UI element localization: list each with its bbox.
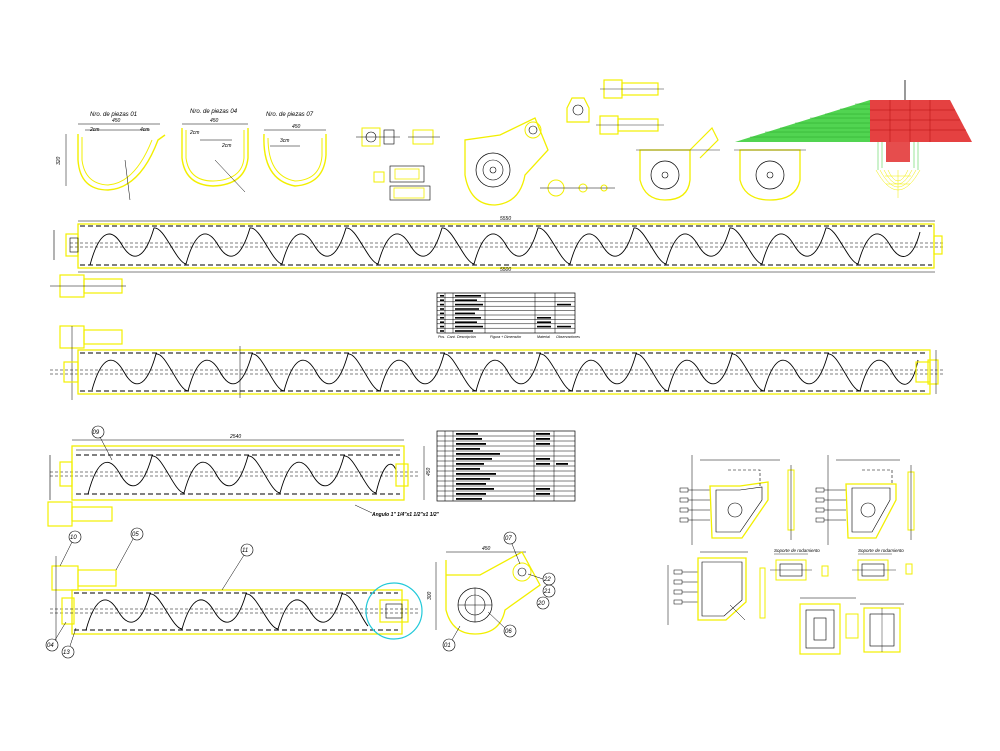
profile-dim-top-04: 450 <box>210 118 219 124</box>
profile-dim-b-04: 2cm <box>221 143 231 149</box>
detail-title-2: Soporte de rodamiento <box>858 548 904 553</box>
bearing-support-detail-3 <box>667 551 766 625</box>
callout-01: 01 <box>444 643 451 649</box>
table1-footer-cant: Cant. <box>447 335 456 339</box>
profile-dim-a-07: 3cm <box>280 138 289 144</box>
parts-table-1: Pos. Cant. Descripción Figura + Dimensió… <box>436 292 580 339</box>
housing-view-1 <box>464 117 549 206</box>
profile-label-01: Nro. de piezas 01 <box>90 112 137 118</box>
callout-22: 22 <box>543 577 551 583</box>
bearing-support-detail-1 <box>679 455 795 545</box>
callout-11: 11 <box>242 548 248 554</box>
screw-conveyor-bottom-assembly: 10 05 11 04 13 <box>45 527 423 659</box>
profile-dim-top-07: 450 <box>292 124 301 130</box>
table1-footer-obs: Observaciones <box>556 335 580 339</box>
callout-10: 10 <box>70 535 77 541</box>
table1-footer-pos: Pos. <box>438 335 445 339</box>
table1-footer-material: Material <box>537 335 550 339</box>
callout-05: 05 <box>132 532 139 538</box>
angle-spec-note: Angulo 1" 1/4"x1 1/2"x1 1/2" <box>371 512 440 518</box>
side-view-dim-top: 450 <box>482 546 491 552</box>
side-view-dim-side: 300 <box>427 591 433 600</box>
bearing-detail-plan-views <box>799 597 904 655</box>
callout-09: 09 <box>93 430 100 436</box>
conveyor-bl-dim-side: 450 <box>426 467 432 476</box>
housing-view-3 <box>734 149 806 201</box>
bearing-detail-small-views: Soporte de rodamiento Soporte de rodamie… <box>770 548 913 581</box>
housing-side-view: 450 300 07 22 21 20 01 06 <box>427 531 556 652</box>
screw-conveyor-middle <box>50 325 945 400</box>
housing-view-2 <box>636 126 720 201</box>
conveyor-top-dim-top: 5550 <box>500 216 511 222</box>
motor-views <box>566 79 664 135</box>
profile-dim-top-01: 450 <box>112 118 121 124</box>
callout-21: 21 <box>543 589 551 595</box>
profile-section-04: Nro. de piezas 04 450 2cm 2cm <box>181 109 249 193</box>
small-parts-group <box>356 127 615 201</box>
profile-dim-a-04: 2cm <box>189 130 199 136</box>
parts-table-2 <box>436 430 576 502</box>
callout-13: 13 <box>63 650 70 656</box>
hopper-isometric <box>735 80 972 198</box>
profile-label-04: Nro. de piezas 04 <box>190 109 238 115</box>
profile-section-01: Nro. de piezas 01 450 2cm 4cm 320 <box>56 112 166 201</box>
callout-07: 07 <box>505 536 512 542</box>
callout-06: 06 <box>505 629 512 635</box>
profile-dim-b-01: 4cm <box>140 127 149 133</box>
conveyor-top-dim-bottom: 5500 <box>500 267 511 273</box>
screw-conveyor-bottom-left: 2540 450 Angulo 1" 1/4"x1 1/2"x1 1/2" 09 <box>47 425 440 527</box>
table1-footer-desc: Descripción <box>457 335 476 339</box>
table1-footer-figura: Figura + Dimensión <box>490 335 521 339</box>
profile-section-07: Nro. de piezas 07 450 3cm <box>263 112 327 187</box>
screw-conveyor-top: 5550 5500 <box>50 216 945 298</box>
bearing-support-detail-2 <box>815 455 915 545</box>
profile-dim-a-01: 2cm <box>89 127 99 133</box>
callout-04: 04 <box>47 643 54 649</box>
profile-label-07: Nro. de piezas 07 <box>266 112 314 118</box>
detail-title-1: Soporte de rodamiento <box>774 548 820 553</box>
conveyor-bl-dim-top: 2540 <box>229 434 241 440</box>
callout-20: 20 <box>537 601 545 607</box>
profile-dim-side-01: 320 <box>56 156 62 165</box>
